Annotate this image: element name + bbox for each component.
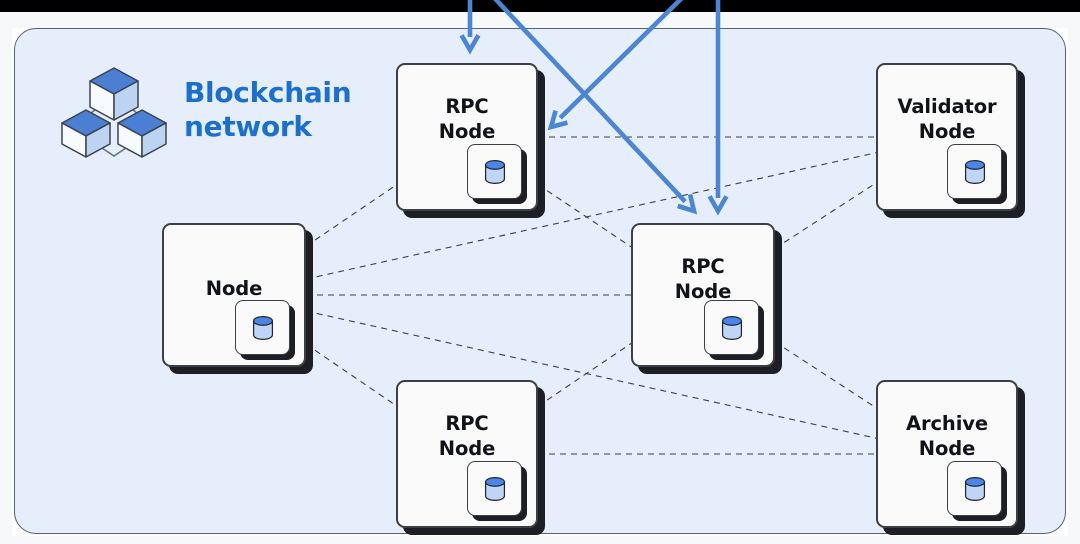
node-label-rpc-node-bottom: RPC Node xyxy=(438,412,496,460)
mesh-link-rpc-node-center-to-validator-node xyxy=(774,182,877,249)
arrow-to-rpc-top-vertical-head xyxy=(459,34,481,55)
database-chip-rpc-node-top xyxy=(467,144,522,199)
mesh-link-rpc-node-top-to-rpc-node-center xyxy=(537,184,632,248)
node-label-rpc-node-center: RPC Node xyxy=(674,255,732,303)
node-label-node-left: Node xyxy=(205,277,263,300)
page-gutter-right xyxy=(1068,12,1080,544)
node-box-validator-node[interactable]: Validator Node xyxy=(876,63,1018,211)
database-cylinder-icon xyxy=(252,315,273,340)
mesh-link-node-left-to-archive-node xyxy=(305,310,877,439)
mesh-link-rpc-node-bottom-to-rpc-node-center xyxy=(537,343,632,407)
database-chip-rpc-node-center xyxy=(704,300,759,355)
node-box-archive-node[interactable]: Archive Node xyxy=(876,380,1018,528)
database-cylinder-icon xyxy=(721,315,742,340)
node-box-rpc-node-bottom[interactable]: RPC Node xyxy=(396,380,538,528)
node-box-rpc-node-center[interactable]: RPC Node xyxy=(631,223,775,367)
mesh-link-node-left-to-rpc-node-bottom xyxy=(305,343,397,407)
mesh-link-node-left-to-validator-node xyxy=(305,152,877,280)
database-cylinder-icon xyxy=(964,159,985,184)
database-cylinder-icon xyxy=(484,159,505,184)
database-cylinder-icon xyxy=(484,476,505,501)
database-chip-validator-node xyxy=(947,144,1002,199)
node-box-node-left[interactable]: Node xyxy=(162,223,306,367)
database-cylinder-icon xyxy=(964,476,985,501)
mesh-link-rpc-node-center-to-archive-node xyxy=(774,341,877,409)
blockchain-cubes-icon xyxy=(61,67,167,158)
mesh-link-node-left-to-rpc-node-top xyxy=(305,184,397,247)
node-label-archive-node: Archive Node xyxy=(905,412,989,460)
page-gutter-bottom xyxy=(0,536,1080,544)
brand-label: Blockchain network xyxy=(184,76,352,143)
node-box-rpc-node-top[interactable]: RPC Node xyxy=(396,63,538,211)
arrow-to-rpc-top-diagonal-shaft xyxy=(558,0,684,120)
arrow-to-rpc-center-vertical-head xyxy=(707,195,729,216)
page-gutter-left xyxy=(0,12,12,544)
node-label-rpc-node-top: RPC Node xyxy=(438,95,496,143)
database-chip-rpc-node-bottom xyxy=(467,461,522,516)
database-chip-archive-node xyxy=(947,461,1002,516)
brand-block: Blockchain network xyxy=(58,60,352,160)
arrow-to-rpc-center-diagonal-shaft xyxy=(493,0,687,204)
page-gutter-top xyxy=(0,12,1080,28)
arrow-to-rpc-top-diagonal-head xyxy=(547,110,569,131)
database-chip-node-left xyxy=(235,300,290,355)
arrow-to-rpc-center-diagonal-head xyxy=(677,193,698,215)
top-black-strip xyxy=(0,0,1080,12)
node-label-validator-node: Validator Node xyxy=(897,95,997,143)
